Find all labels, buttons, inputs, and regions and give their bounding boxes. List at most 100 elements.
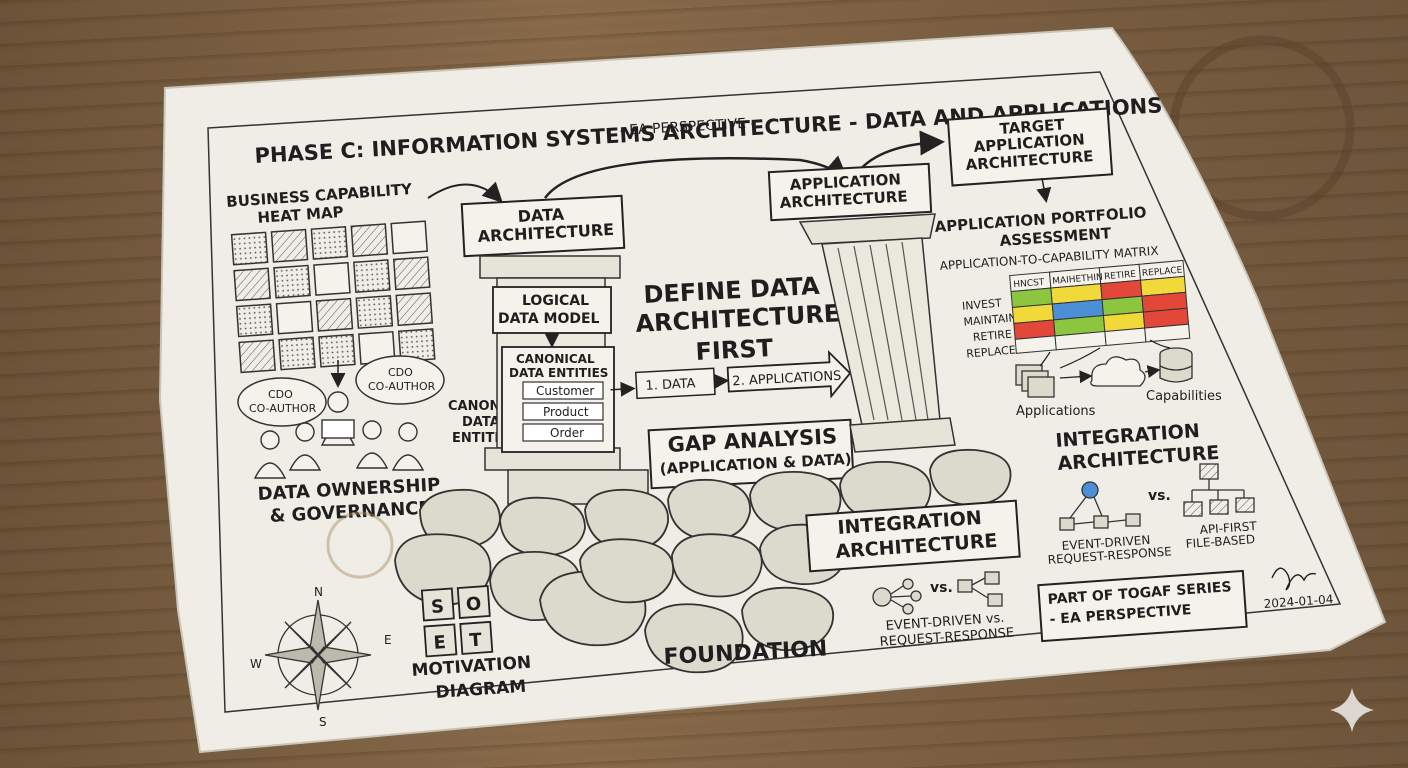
heat-cell — [270, 228, 309, 263]
matrix-row-2: RETIRE — [972, 328, 1012, 344]
app-pillar-flutes — [837, 241, 929, 421]
arrow-apps-cloud — [1059, 370, 1093, 384]
compass-rose-icon — [264, 599, 372, 711]
matrix-col-3: REPLACE — [1142, 266, 1184, 280]
heat-cell — [278, 336, 316, 371]
heat-map-grid — [230, 220, 436, 374]
integration-right-right-2: FILE-BASED — [1185, 532, 1255, 551]
heat-cell — [350, 223, 389, 258]
applications-label: Applications — [1016, 404, 1096, 419]
canonical-entities-line-2: DATA ENTITIES — [509, 366, 608, 380]
matrix-row-1: MAINTAIN — [963, 311, 1017, 329]
heat-cell — [313, 261, 351, 296]
compass-s: S — [319, 715, 327, 729]
paper-border — [207, 71, 1342, 713]
heat-cell — [390, 220, 429, 255]
integration-bottom-diagram — [872, 571, 1003, 615]
matrix-col-0: HNCST — [1013, 278, 1045, 291]
app-pillar-capital — [798, 213, 936, 245]
footer-date: 2024-01-04 — [1263, 592, 1334, 611]
cdo-label-right: CDO — [388, 366, 413, 379]
canonical-label-2: DATA — [462, 415, 500, 430]
arrow-cloud-caps — [1144, 365, 1161, 379]
entity-product-box — [522, 402, 604, 421]
arrow-target-to-portfolio — [1036, 177, 1052, 203]
heat-cell — [273, 264, 311, 299]
capability-matrix: HNCST MAIHETHIN RETIRE REPLACE INVEST MA… — [962, 259, 1191, 361]
heat-cell — [230, 231, 269, 266]
entity-order-box — [522, 423, 604, 442]
integration-right-left-1: EVENT-DRIVEN — [1061, 533, 1151, 553]
step-2-arrow — [726, 349, 852, 399]
entity-customer: Customer — [536, 384, 594, 398]
data-architecture-pillar: DATA ARCHITECTURE LOGICAL DATA MODEL CAN… — [460, 194, 649, 505]
motivation-letter-t: T — [469, 630, 483, 652]
pillar-capital — [479, 255, 621, 279]
coauthor-label-left: CO-AUTHOR — [249, 402, 317, 415]
cdo-label-left: CDO — [268, 388, 293, 401]
app-arch-title-1: APPLICATION — [789, 170, 901, 194]
heat-cell — [353, 259, 391, 294]
step-1: 1. DATA — [645, 376, 696, 394]
speech-bubble-left — [237, 377, 327, 427]
speech-bubble-right — [355, 355, 445, 405]
cloud-icon — [1090, 356, 1146, 387]
matrix-row-3: REPLACE — [966, 343, 1017, 360]
heat-cell — [355, 295, 394, 329]
matrix-col-2: RETIRE — [1104, 270, 1137, 283]
matrix-row-0: INVEST — [962, 296, 1003, 312]
heat-cell — [392, 256, 431, 291]
data-arch-title-box — [460, 194, 626, 258]
logical-model-line-1: LOGICAL — [522, 293, 589, 309]
applications-icon — [1015, 364, 1055, 398]
integration-bottom-box — [805, 499, 1021, 573]
arrow-heatmap-to-data — [427, 181, 503, 203]
motivation-letter-o: O — [465, 594, 482, 616]
page-subtitle: - EA PERSPECTIVE - — [619, 115, 756, 139]
database-icon — [1159, 347, 1193, 383]
compass-w: W — [250, 657, 262, 671]
target-arch-line-1: TARGET — [999, 115, 1066, 138]
heat-cell — [233, 267, 271, 302]
matrix-to-apps-arrows — [1039, 339, 1171, 369]
series-box — [1037, 569, 1248, 643]
integration-right-diagram-right — [1183, 463, 1255, 517]
application-architecture-pillar: APPLICATION ARCHITECTURE — [767, 162, 956, 453]
heat-cell — [235, 303, 274, 338]
integration-right-diagram-left — [1059, 481, 1141, 531]
capabilities-label: Capabilities — [1146, 389, 1222, 404]
entity-order: Order — [550, 426, 584, 440]
data-arch-title-1: DATA — [517, 205, 565, 226]
heat-cell — [318, 333, 356, 368]
entity-customer-box — [522, 381, 604, 400]
matrix-col-1: MAIHETHIN — [1052, 273, 1103, 287]
coffee-stain — [326, 511, 394, 579]
coauthor-label-right: CO-AUTHOR — [368, 380, 436, 393]
arrow-data-to-app — [543, 155, 849, 199]
heat-cell — [275, 300, 314, 335]
logical-model-line-2: DATA MODEL — [498, 311, 600, 327]
compass-n: N — [314, 585, 323, 599]
target-arch-box — [946, 107, 1114, 187]
people-sketch — [253, 391, 425, 479]
motivation-letter-s: S — [430, 596, 444, 618]
integration-right-vs: vs. — [1148, 488, 1171, 504]
gap-analysis-box — [647, 418, 855, 490]
heat-cell — [395, 292, 434, 327]
entity-product: Product — [543, 405, 589, 419]
compass-e: E — [384, 633, 392, 647]
sparkle-icon — [1330, 688, 1374, 732]
heat-cell — [310, 226, 349, 260]
canonical-entities-line-1: CANONICAL — [516, 352, 595, 366]
integration-bottom-vs: vs. — [930, 580, 953, 596]
headline-line-3: FIRST — [695, 334, 774, 366]
step-2: 2. APPLICATIONS — [732, 369, 842, 390]
heat-cell — [238, 339, 276, 374]
integration-right-right-1: API-FIRST — [1199, 519, 1258, 537]
signature — [1271, 567, 1317, 591]
motivation-grid: S O E T — [420, 585, 494, 658]
app-arch-title-box — [767, 162, 933, 222]
matrix-cells — [1010, 275, 1191, 354]
app-pillar-base — [849, 417, 956, 453]
